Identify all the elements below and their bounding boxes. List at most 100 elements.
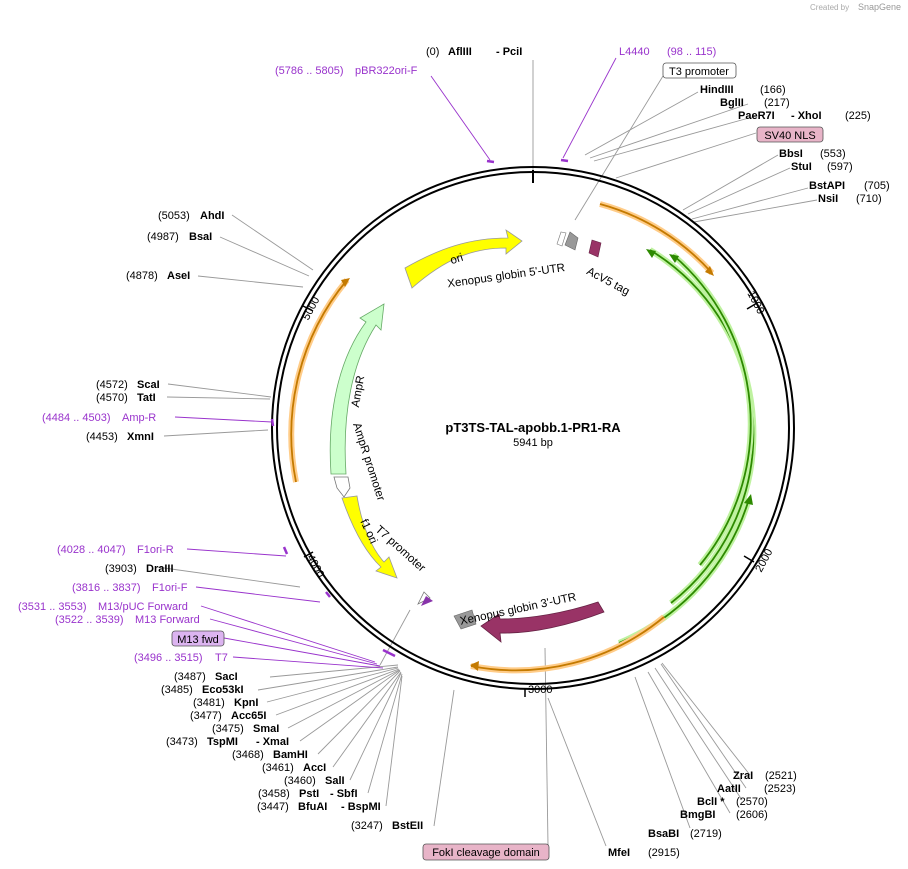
tal-orange-bottom-head [470, 661, 479, 671]
acv5-label: AcV5 tag [584, 266, 631, 299]
primer-pos: (3496 .. 3515) [134, 652, 203, 664]
site-pos: (3481) [193, 697, 225, 709]
primer-pos: (3522 .. 3539) [55, 614, 124, 626]
t3-promoter-box [662, 62, 737, 79]
tick-4000-mark [303, 551, 314, 558]
tick-3000: 3000 [528, 684, 552, 696]
site-name: BstEII [392, 820, 423, 832]
site-pos: (3468) [232, 749, 264, 761]
site-name: AatII [717, 783, 741, 795]
plasmid-size: 5941 bp [513, 437, 553, 449]
tick-5000-mark [302, 305, 314, 312]
tal-orange-bottom [470, 616, 665, 672]
site-name: BmgBI [680, 809, 715, 821]
site-name: AhdI [200, 210, 224, 222]
primer-name: Amp-R [122, 412, 156, 424]
primer-pos: (5786 .. 5805) [275, 65, 344, 77]
sv40-nls-label: SV40 NLS [764, 130, 815, 142]
site-pos: (4570) [96, 392, 128, 404]
site-name: ZraI [733, 770, 753, 782]
site-name: Acc65I [231, 710, 266, 722]
site-pos: (2719) [690, 828, 722, 840]
primer-leaders [174, 57, 617, 669]
site-name: AflIII [448, 46, 472, 58]
tick-1000: 1000 [744, 289, 766, 316]
site-pos: (3461) [262, 762, 294, 774]
primer-pos: (3816 .. 3837) [72, 582, 141, 594]
backbone-outer [271, 166, 795, 690]
site-pos: (3247) [351, 820, 383, 832]
primer-pos: (98 .. 115) [667, 46, 716, 58]
site-name: BglII [720, 97, 744, 109]
primer-name: L4440 [619, 46, 650, 58]
site-name: BstAPI [809, 180, 845, 192]
site-name: BsaBI [648, 828, 679, 840]
primer-name: F1ori-F [152, 582, 188, 594]
xenopus-3-utr-arrow [480, 601, 605, 643]
site-pos: (0) [426, 46, 439, 58]
tal-green-2-head [669, 254, 679, 263]
tal-orange-top-head [705, 266, 714, 276]
tal-green-1 [649, 249, 755, 604]
site-name: Eco53kI [202, 684, 244, 696]
ampr-arrow [329, 303, 385, 475]
primer-marks [270, 158, 569, 658]
site-extra: - SbfI [330, 788, 358, 800]
xenopus-5-utr-label: Xenopus globin 5'-UTR [447, 262, 566, 290]
orange-left-head [341, 278, 350, 287]
site-extra: - BspMI [341, 801, 381, 813]
site-name: DraIII [146, 563, 174, 575]
acv5-tag-arrow [588, 239, 602, 258]
site-name: TatI [137, 392, 156, 404]
site-name: KpnI [234, 697, 258, 709]
tal-green-1-head [646, 249, 656, 258]
ampr-label: AmpR [350, 375, 367, 409]
orange-left [290, 279, 348, 483]
t7-primer-glyph [421, 596, 433, 606]
site-pos: (3473) [166, 736, 198, 748]
plasmid-name: pT3TS-TAL-apobb.1-PR1-RA [445, 420, 621, 435]
foki-box [422, 843, 550, 861]
site-name: StuI [791, 161, 812, 173]
primer-name: M13/pUC Forward [98, 601, 188, 613]
primer-pos: (4028 .. 4047) [57, 544, 126, 556]
primer-pos: (4484 .. 4503) [42, 412, 111, 424]
tal-green-1-glow [648, 247, 757, 606]
site-pos: (3458) [258, 788, 290, 800]
site-name: PaeR7I [738, 110, 775, 122]
site-name: AseI [167, 270, 190, 282]
site-name: HindIII [700, 84, 734, 96]
credit-prefix: Created by [810, 3, 849, 12]
site-pos: (2521) [765, 770, 797, 782]
site-name: MfeI [608, 847, 630, 859]
site-name: SacI [215, 671, 238, 683]
site-pos: (3485) [161, 684, 193, 696]
tick-2000-mark [743, 555, 755, 563]
m13-fwd-box [171, 630, 225, 647]
site-name: SmaI [253, 723, 279, 735]
site-pos: (553) [820, 148, 846, 160]
site-name: BbsI [779, 148, 803, 160]
site-pos: (3487) [174, 671, 206, 683]
primer-name: M13 Forward [135, 614, 200, 626]
site-name: BclI * [697, 796, 725, 808]
site-pos: (705) [864, 180, 890, 192]
leader-lines [156, 60, 818, 847]
site-pos: (4987) [147, 231, 179, 243]
foki-label: FokI cleavage domain [432, 847, 540, 859]
xenopus-3-utr-gray [453, 609, 477, 630]
site-pos: (2915) [648, 847, 680, 859]
site-pos: (4878) [126, 270, 158, 282]
site-pos: (4572) [96, 379, 128, 391]
site-pos: (217) [764, 97, 790, 109]
site-pos: (710) [856, 193, 882, 205]
m13-fwd-label: M13 fwd [177, 634, 219, 646]
site-pos: (3903) [105, 563, 137, 575]
site-name: BsaI [189, 231, 212, 243]
site-name: NsiI [818, 193, 838, 205]
primer-name: T7 [215, 652, 228, 664]
site-name: AccI [303, 762, 326, 774]
t3-promoter-label: T3 promoter [669, 66, 729, 78]
site-extra: - XhoI [791, 110, 822, 122]
site-pos: (2523) [764, 783, 796, 795]
